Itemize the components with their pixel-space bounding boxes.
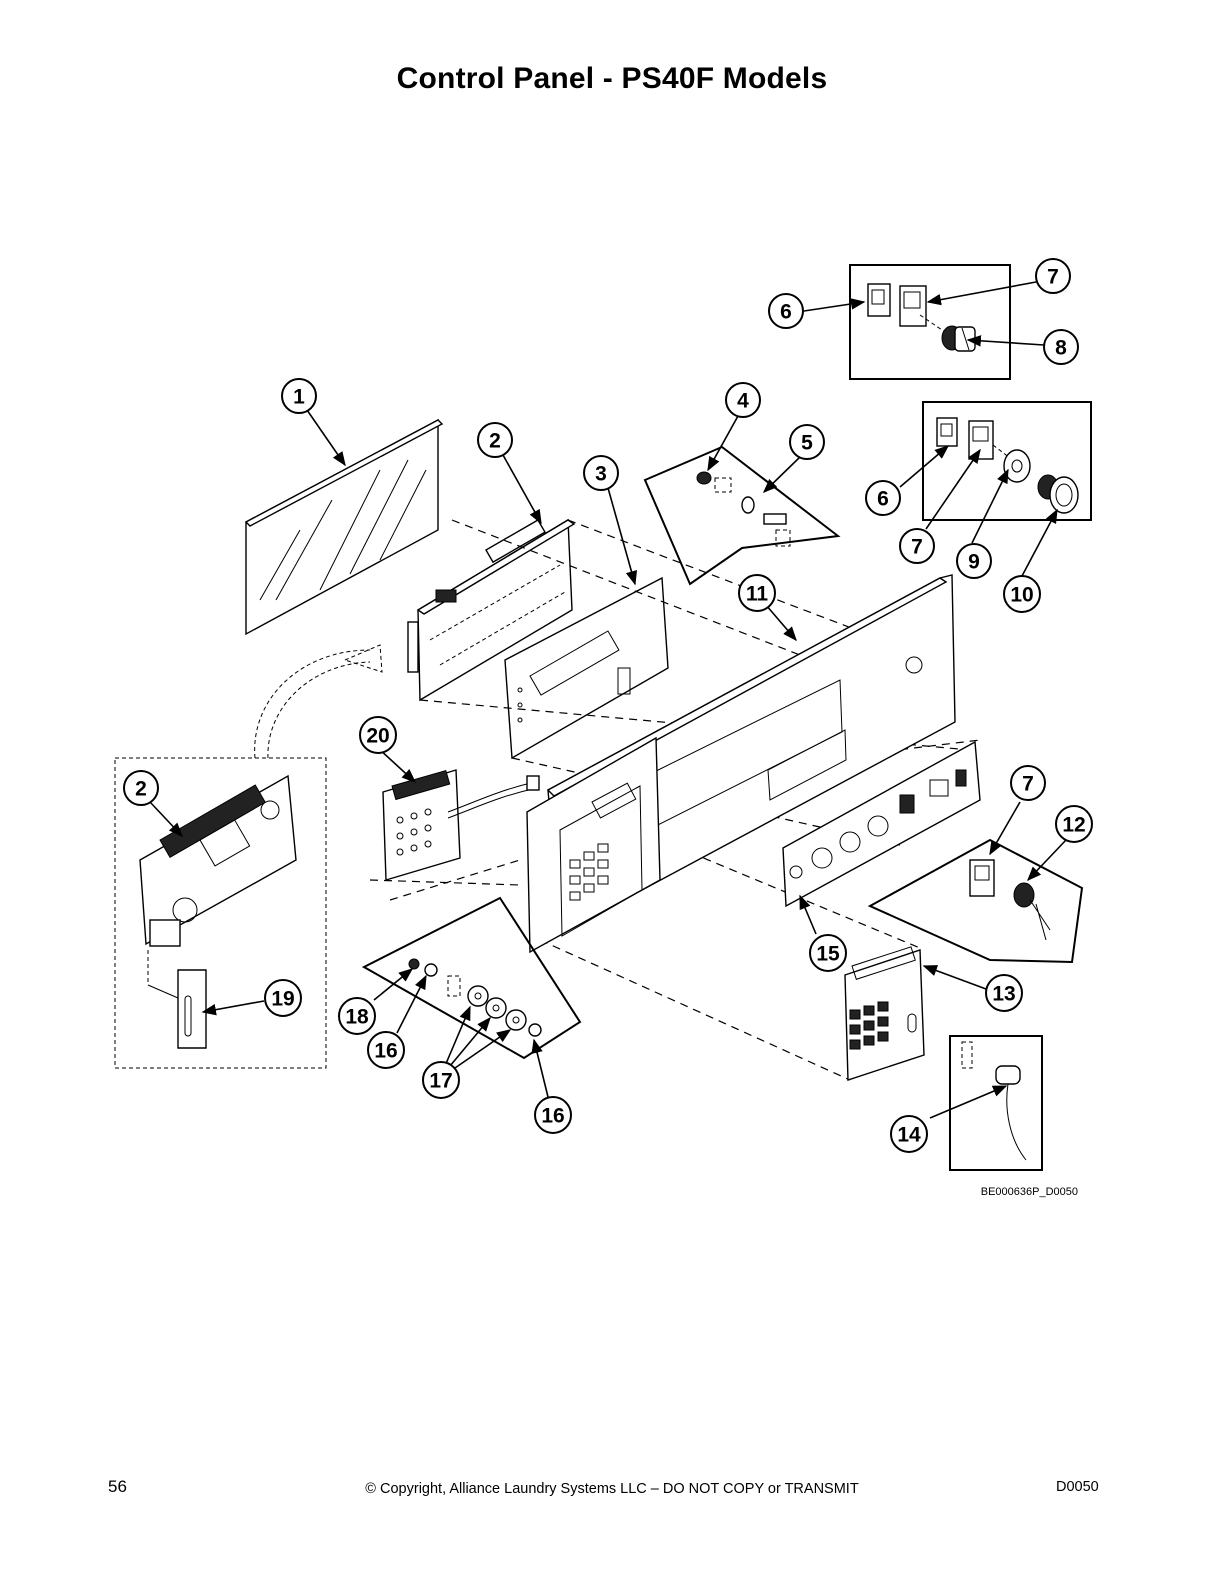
callout-10: 10 (1003, 575, 1041, 613)
svg-text:12: 12 (1062, 814, 1085, 837)
inset-key-switch (849, 264, 1011, 380)
part-label-panel (782, 740, 981, 908)
part-window-glass (244, 418, 444, 636)
part-keypad-board (382, 769, 540, 881)
svg-text:9: 9 (968, 551, 980, 574)
callout-13: 13 (985, 974, 1023, 1012)
svg-text:6: 6 (780, 301, 792, 324)
bezel-keypad (569, 843, 609, 901)
svg-text:18: 18 (345, 1006, 369, 1029)
svg-text:16: 16 (374, 1040, 397, 1063)
svg-text:7: 7 (1047, 266, 1059, 289)
svg-text:17: 17 (429, 1070, 452, 1093)
svg-text:4: 4 (737, 390, 749, 413)
svg-text:2: 2 (135, 778, 147, 801)
callout-2-board: 2 (477, 422, 513, 458)
svg-text:1: 1 (293, 386, 305, 409)
callout-2-detail: 2 (123, 770, 159, 806)
svg-text:6: 6 (877, 488, 889, 511)
callout-7-mid: 7 (899, 528, 935, 564)
svg-text:15: 15 (816, 943, 840, 966)
inset-board-detail (114, 644, 383, 1069)
copyright-notice: © Copyright, Alliance Laundry Systems LL… (365, 1481, 859, 1497)
callout-6-mid: 6 (865, 480, 901, 516)
svg-text:20: 20 (366, 725, 389, 748)
inset-knob-hardware (361, 896, 582, 1060)
svg-text:7: 7 (1022, 773, 1034, 796)
callout-6-top: 6 (768, 293, 804, 329)
drawing-reference: BE000636P_D0050 (980, 1186, 1078, 1198)
inset-key-switch-lower (867, 838, 1084, 964)
part-control-board (407, 518, 576, 702)
svg-text:16: 16 (541, 1105, 564, 1128)
svg-text:19: 19 (271, 988, 294, 1011)
callout-9: 9 (956, 543, 992, 579)
callout-18: 18 (338, 997, 376, 1035)
callout-12: 12 (1055, 805, 1093, 843)
part-mounting-plate (504, 576, 669, 760)
svg-text:8: 8 (1055, 337, 1067, 360)
callout-5: 5 (789, 424, 825, 460)
svg-text:5: 5 (801, 432, 813, 455)
callout-3: 3 (583, 455, 619, 491)
callout-11: 11 (738, 574, 776, 612)
page-title: Control Panel - PS40F Models (396, 62, 828, 95)
page-number: 56 (108, 1477, 127, 1496)
svg-text:7: 7 (911, 536, 923, 559)
callout-17: 17 (422, 1061, 460, 1099)
callout-4: 4 (725, 382, 761, 418)
callout-20: 20 (359, 716, 397, 754)
callout-15: 15 (809, 934, 847, 972)
svg-text:14: 14 (897, 1124, 921, 1147)
callout-7-lower: 7 (1010, 765, 1046, 801)
callout-16-left: 16 (367, 1031, 405, 1069)
callout-7-top: 7 (1035, 258, 1071, 294)
callout-8: 8 (1043, 329, 1079, 365)
callout-19: 19 (264, 979, 302, 1017)
svg-text:11: 11 (746, 583, 769, 606)
part-keypad-overlay (844, 946, 925, 1081)
inset-push-button (922, 401, 1092, 521)
document-code: D0050 (1056, 1479, 1099, 1495)
inset-knob-parts (643, 445, 841, 586)
callout-16-right: 16 (534, 1096, 572, 1134)
callout-1: 1 (281, 378, 317, 414)
svg-text:10: 10 (1010, 584, 1033, 607)
leader-lines (149, 281, 1067, 1119)
svg-text:13: 13 (992, 983, 1015, 1006)
inset-cable (949, 1035, 1043, 1171)
callout-14: 14 (890, 1115, 928, 1153)
svg-text:3: 3 (595, 463, 607, 486)
svg-text:2: 2 (489, 430, 501, 453)
part-front-bezel (526, 736, 661, 954)
